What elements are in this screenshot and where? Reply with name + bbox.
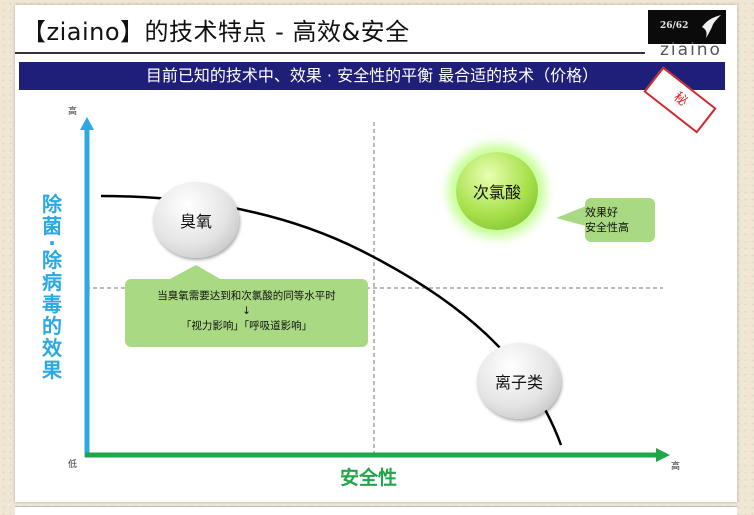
y-axis-low-label: 低: [68, 460, 78, 470]
page-number: 26/62: [660, 21, 689, 31]
brand-logo: ziaino: [660, 40, 722, 60]
hcl-callout-pointer: [556, 206, 586, 226]
ozone-callout: 当臭氧需要达到和次氯酸的同等水平时 ↓ 「视力影响」「呼吸道影响」: [125, 279, 368, 347]
y-axis-title-char: 效: [42, 336, 62, 360]
title-divider: [15, 52, 645, 54]
y-axis-title-char: 果: [42, 358, 62, 382]
y-axis-high-label: 高: [68, 107, 78, 117]
slide-title: 【ziaino】的技术特点 - 高效&安全: [22, 18, 410, 46]
y-axis-title-char: 除: [42, 248, 62, 272]
y-axis-title-char: 毒: [42, 292, 62, 316]
hcl-callout-line1: 效果好: [585, 206, 618, 219]
ozone-callout-line1: 当臭氧需要达到和次氯酸的同等水平时: [157, 290, 336, 302]
x-axis-high-label: 高: [671, 462, 681, 472]
x-axis-arrowhead: [656, 448, 670, 462]
x-axis-title: 安全性: [340, 467, 398, 489]
y-axis-title-char: ·: [48, 231, 56, 255]
hcl-callout-line2: 安全性高: [585, 221, 629, 234]
y-axis-title-char: 除: [42, 192, 62, 216]
ozone-callout-arrow: ↓: [242, 305, 251, 317]
y-axis-title-char: 的: [42, 314, 62, 338]
y-axis-arrowhead: [80, 117, 94, 130]
y-axis-title-char: 菌: [42, 214, 62, 238]
page-indicator: 26/62: [648, 10, 726, 44]
y-axis-title-char: 病: [42, 270, 62, 294]
ozone-node: 臭氧: [153, 182, 239, 258]
y-axis-title: 除 菌 · 除 病 毒 的 效 果: [40, 193, 64, 381]
hypochlorous-acid-node: 次氯酸: [456, 152, 538, 230]
ion-node: 离子类: [477, 343, 561, 419]
next-slide-edge: [15, 506, 737, 515]
ozone-callout-line2: 「视力影响」「呼吸道影响」: [180, 320, 313, 332]
hcl-callout: 效果好 安全性高: [585, 198, 655, 242]
ozone-callout-pointer: [168, 265, 222, 280]
bird-logo-icon: [702, 15, 721, 38]
subtitle-banner: 目前已知的技术中、效果 · 安全性的平衡 最合适的技术（价格）: [19, 62, 725, 90]
